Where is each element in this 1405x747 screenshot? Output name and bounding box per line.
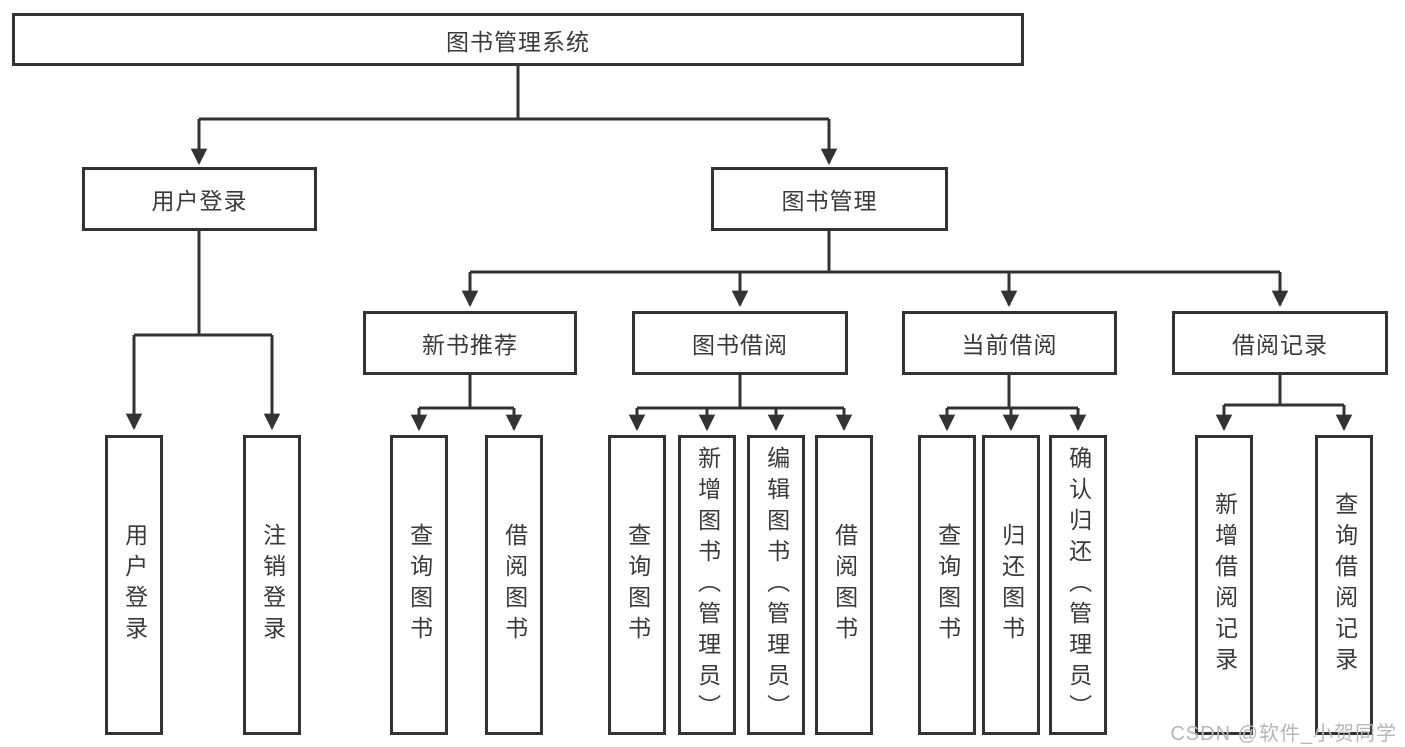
leaf-add-borrow-record: 新增借阅记录 — [1195, 435, 1253, 735]
leaf-query-borrow-record-label: 查询借阅记录 — [1331, 492, 1358, 678]
node-user-login-label: 用户登录 — [151, 188, 248, 214]
node-book-borrow: 图书借阅 — [632, 311, 848, 375]
leaf-return-book: 归还图书 — [982, 435, 1040, 735]
leaf-edit-book-admin: 编辑图书（管理员） — [747, 435, 805, 735]
leaf-query-books-borrow-label: 查询图书 — [624, 523, 651, 647]
leaf-confirm-return-admin-label: 确认归还（管理员） — [1065, 445, 1092, 725]
leaf-edit-book-admin-label: 编辑图书（管理员） — [763, 445, 790, 725]
node-current-borrow: 当前借阅 — [902, 311, 1117, 375]
leaf-user-login: 用户登录 — [105, 435, 163, 735]
leaf-logout-label: 注销登录 — [259, 523, 286, 647]
leaf-query-books-recommend: 查询图书 — [390, 435, 448, 735]
node-book-borrow-label: 图书借阅 — [692, 332, 788, 358]
leaf-query-books-current: 查询图书 — [918, 435, 976, 735]
leaf-add-borrow-record-label: 新增借阅记录 — [1211, 492, 1238, 678]
csdn-watermark: CSDN @软件_小贺同学 — [1170, 723, 1397, 745]
leaf-borrow-books: 借阅图书 — [815, 435, 873, 735]
leaf-add-book-admin-label: 新增图书（管理员） — [694, 445, 721, 725]
leaf-add-book-admin: 新增图书（管理员） — [678, 435, 736, 735]
node-root-label: 图书管理系统 — [446, 28, 590, 55]
leaf-borrow-books-recommend-label: 借阅图书 — [501, 523, 528, 647]
leaf-query-borrow-record: 查询借阅记录 — [1315, 435, 1373, 735]
leaf-query-books-borrow: 查询图书 — [608, 435, 666, 735]
node-borrow-records-label: 借阅记录 — [1232, 332, 1328, 358]
leaf-logout: 注销登录 — [243, 435, 301, 735]
node-root: 图书管理系统 — [12, 13, 1024, 66]
node-borrow-records: 借阅记录 — [1172, 311, 1388, 375]
leaf-user-login-label: 用户登录 — [121, 523, 148, 647]
leaf-return-book-label: 归还图书 — [998, 523, 1025, 647]
node-book-management-label: 图书管理 — [781, 188, 878, 214]
leaf-query-books-current-label: 查询图书 — [934, 523, 961, 647]
leaf-query-books-recommend-label: 查询图书 — [406, 523, 433, 647]
node-user-login: 用户登录 — [82, 167, 317, 231]
node-new-book-recommend-label: 新书推荐 — [422, 332, 518, 358]
node-current-borrow-label: 当前借阅 — [961, 332, 1058, 358]
leaf-borrow-books-label: 借阅图书 — [831, 523, 858, 647]
leaf-borrow-books-recommend: 借阅图书 — [485, 435, 543, 735]
node-book-management: 图书管理 — [711, 167, 948, 231]
node-new-book-recommend: 新书推荐 — [363, 311, 577, 375]
leaf-confirm-return-admin: 确认归还（管理员） — [1049, 435, 1107, 735]
